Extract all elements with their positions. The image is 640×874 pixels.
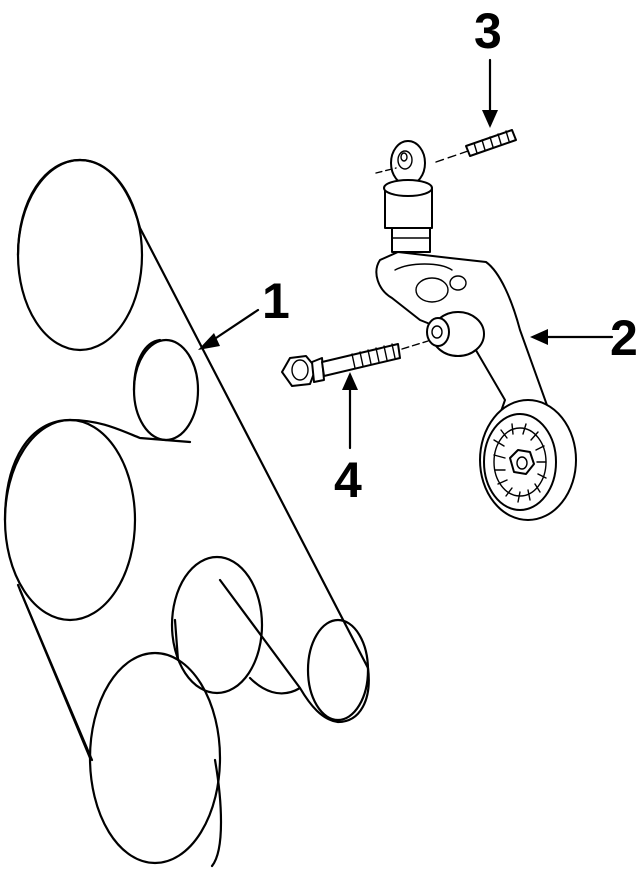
callout-3: 3 <box>474 3 502 59</box>
pulley-crank-large <box>3 418 137 622</box>
leader-lines <box>198 58 614 450</box>
belt-outline <box>3 158 370 868</box>
stud <box>435 129 517 163</box>
bolt <box>281 340 429 387</box>
arrowhead-2 <box>530 329 548 345</box>
tensioner-assembly <box>375 140 577 521</box>
pulley-right-small <box>306 618 370 722</box>
serpentine-belt-assembly <box>3 158 370 868</box>
arrowhead-3 <box>482 110 498 128</box>
callout-4: 4 <box>334 452 362 508</box>
belt-lower-span <box>18 588 94 762</box>
pulley-middle <box>170 555 264 695</box>
callout-2: 2 <box>610 310 638 366</box>
arrowhead-4 <box>342 372 358 390</box>
callout-1: 1 <box>262 273 290 329</box>
pulley-bottom-large <box>88 651 222 865</box>
pulley-idler-small <box>132 338 200 442</box>
arrowhead-1 <box>198 333 220 350</box>
